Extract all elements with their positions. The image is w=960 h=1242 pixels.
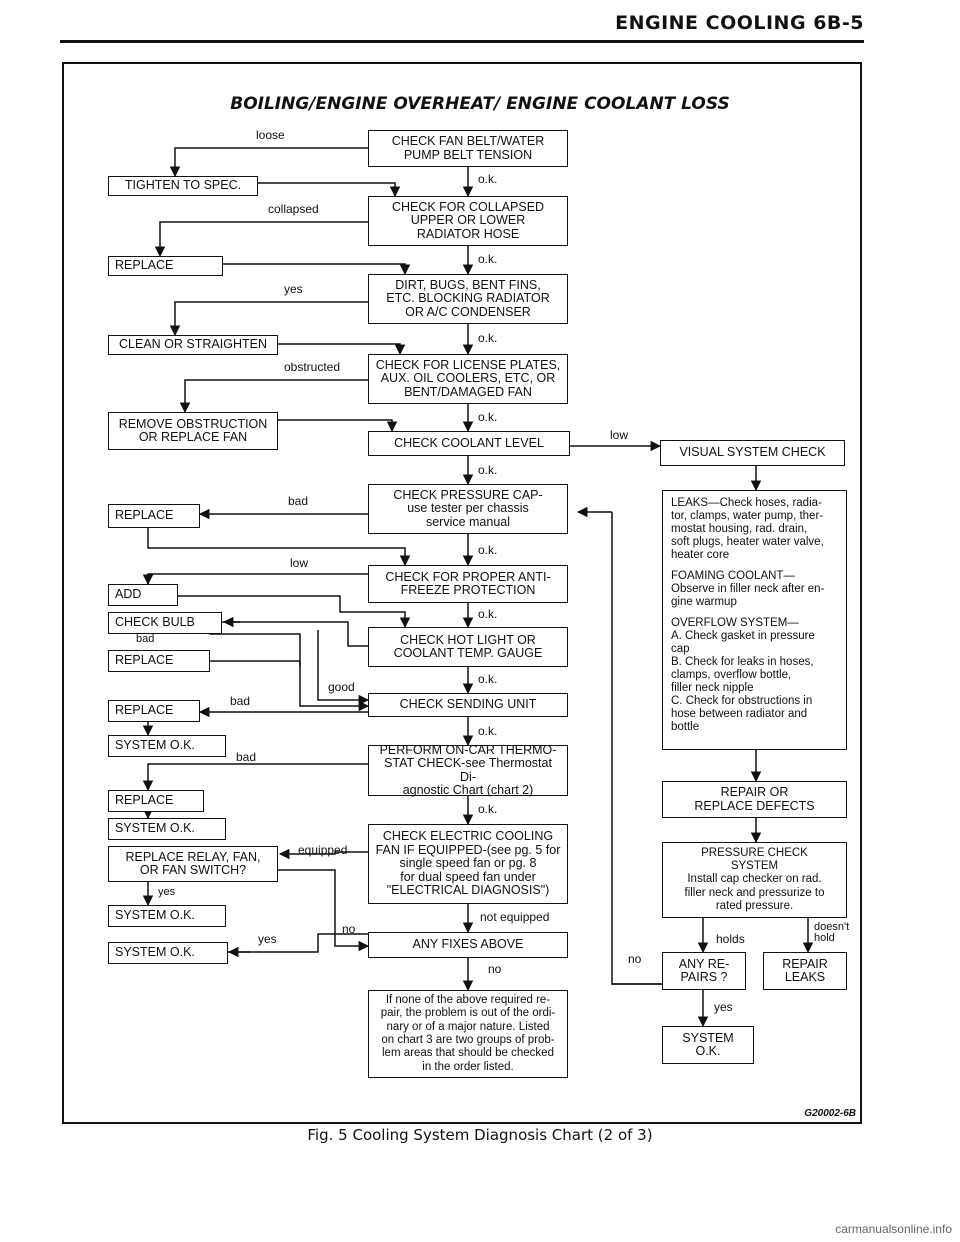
good-label: good	[328, 680, 355, 694]
collapsed-label: collapsed	[268, 202, 319, 216]
ok-label-5: o.k.	[478, 463, 498, 477]
system-ok-right-box: SYSTEM O.K.	[662, 1026, 754, 1064]
dirt-blocking-box: DIRT, BUGS, BENT FINS, ETC. BLOCKING RAD…	[368, 274, 568, 324]
header-page: 6B-5	[813, 12, 864, 34]
check-fan-belt-box: CHECK FAN BELT/WATER PUMP BELT TENSION	[368, 130, 568, 167]
level-low-label: low	[610, 428, 629, 442]
fixes-yes-label: yes	[258, 932, 277, 946]
ok-label-6: o.k.	[478, 543, 498, 557]
check-electric-fan-box: CHECK ELECTRIC COOLING FAN IF EQUIPPED-(…	[368, 824, 568, 904]
figure-caption: Fig. 5 Cooling System Diagnosis Chart (2…	[307, 1126, 653, 1144]
overflow-text: OVERFLOW SYSTEM— A. Check gasket in pres…	[671, 617, 815, 733]
watermark: carmanualsonline.info	[835, 1222, 952, 1236]
check-hot-light-box: CHECK HOT LIGHT OR COOLANT TEMP. GAUGE	[368, 627, 568, 667]
system-ok-3-box: SYSTEM O.K.	[108, 905, 226, 927]
replace-hose-box: REPLACE	[108, 256, 223, 276]
check-coolant-level-box: CHECK COOLANT LEVEL	[368, 431, 570, 456]
ok-label-7: o.k.	[478, 607, 498, 621]
ok-label-9: o.k.	[478, 724, 498, 738]
system-ok-4-box: SYSTEM O.K.	[108, 942, 228, 964]
fixes-no-label: no	[488, 962, 502, 976]
visual-details-box: LEAKS—Check hoses, radia- tor, clamps, w…	[662, 490, 847, 750]
chart-title: BOILING/ENGINE OVERHEAT/ ENGINE COOLANT …	[230, 94, 730, 114]
fixes-no-label-left: no	[342, 922, 356, 936]
ok-label-3: o.k.	[478, 331, 498, 345]
ok-label-10: o.k.	[478, 802, 498, 816]
any-repairs-box: ANY RE- PAIRS ?	[662, 952, 746, 990]
repairs-yes-label: yes	[714, 1000, 733, 1014]
replace-gauge-box: REPLACE	[108, 650, 210, 672]
sending-bad-label: bad	[230, 694, 251, 708]
page-header: ENGINE COOLING 6B-5	[615, 12, 864, 34]
tighten-box: TIGHTEN TO SPEC.	[108, 176, 258, 196]
repair-leaks-box: REPAIR LEAKS	[763, 952, 847, 990]
pressure-check-box: PRESSURE CHECK SYSTEM Install cap checke…	[662, 842, 847, 918]
obstructed-label: obstructed	[284, 360, 341, 374]
leaks-text: LEAKS—Check hoses, radia- tor, clamps, w…	[671, 497, 824, 561]
ok-label-8: o.k.	[478, 672, 498, 686]
header-rule	[60, 40, 864, 43]
check-antifreeze-box: CHECK FOR PROPER ANTI- FREEZE PROTECTION	[368, 565, 568, 603]
replace-cap-box: REPLACE	[108, 504, 200, 528]
replace-relay-box: REPLACE RELAY, FAN, OR FAN SWITCH?	[108, 846, 278, 882]
thermostat-bad-label: bad	[236, 750, 257, 764]
ok-label-2: o.k.	[478, 252, 498, 266]
cap-bad-label: bad	[288, 494, 309, 508]
check-hose-box: CHECK FOR COLLAPSED UPPER OR LOWER RADIA…	[368, 196, 568, 246]
system-ok-2-box: SYSTEM O.K.	[108, 818, 226, 840]
system-ok-1-box: SYSTEM O.K.	[108, 735, 226, 757]
check-bulb-box: CHECK BULB	[108, 612, 222, 634]
figure-code: G20002-6B	[804, 1108, 856, 1119]
thermostat-check-box: PERFORM ON-CAR THERMO- STAT CHECK-see Th…	[368, 743, 568, 797]
replace-sending-unit-box: REPLACE	[108, 700, 200, 722]
chart-frame	[62, 62, 862, 1124]
visual-check-box: VISUAL SYSTEM CHECK	[660, 440, 845, 466]
replace-thermostat-box: REPLACE	[108, 790, 204, 812]
holds-label: holds	[716, 932, 745, 946]
equipped-label: equipped	[298, 843, 348, 857]
not-equipped-label: not equipped	[480, 910, 550, 924]
ok-label-4: o.k.	[478, 410, 498, 424]
final-note-box: If none of the above required re- pair, …	[368, 990, 568, 1078]
clean-straighten-box: CLEAN OR STRAIGHTEN	[108, 335, 278, 355]
bulb-bad-label: bad	[136, 633, 155, 645]
loose-label: loose	[256, 128, 285, 142]
any-fixes-box: ANY FIXES ABOVE	[368, 932, 568, 958]
antifreeze-low-label: low	[290, 556, 309, 570]
trunk-no-label: no	[628, 952, 642, 966]
repair-defects-box: REPAIR OR REPLACE DEFECTS	[662, 781, 847, 818]
remove-obstruction-box: REMOVE OBSTRUCTION OR REPLACE FAN	[108, 412, 278, 450]
doesnt-hold-label: doesn't hold	[814, 921, 850, 944]
dirt-yes-label: yes	[284, 282, 303, 296]
check-pressure-cap-box: CHECK PRESSURE CAP- use tester per chass…	[368, 484, 568, 534]
relay-yes-label: yes	[158, 886, 176, 898]
foaming-text: FOAMING COOLANT— Observe in filler neck …	[671, 570, 825, 608]
check-sending-unit-box: CHECK SENDING UNIT	[368, 693, 568, 717]
header-section: ENGINE COOLING	[615, 12, 807, 34]
ok-label-1: o.k.	[478, 172, 498, 186]
add-box: ADD	[108, 584, 178, 606]
check-license-plates-box: CHECK FOR LICENSE PLATES, AUX. OIL COOLE…	[368, 354, 568, 404]
